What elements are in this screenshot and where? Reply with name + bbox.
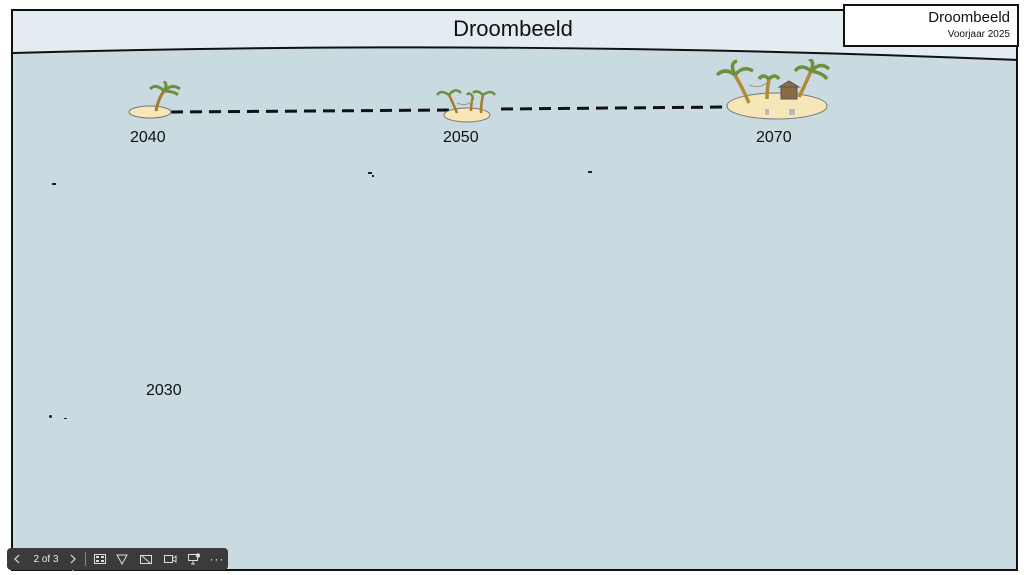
previous-slide-button[interactable] bbox=[7, 548, 27, 570]
page-indicator: 2 of 3 bbox=[33, 553, 59, 565]
title-box-subheading: Voorjaar 2025 bbox=[947, 29, 1010, 40]
toolbar-divider bbox=[85, 552, 86, 566]
camera-button[interactable] bbox=[158, 548, 182, 570]
more-icon: ··· bbox=[209, 552, 225, 566]
milestone-year-2040: 2040 bbox=[130, 129, 166, 146]
presenter-icon bbox=[187, 553, 200, 565]
stray-mark bbox=[588, 171, 592, 173]
stray-mark bbox=[64, 418, 67, 419]
next-slide-button[interactable] bbox=[65, 548, 81, 570]
island-2050-icon bbox=[435, 89, 497, 123]
all-slides-button[interactable] bbox=[90, 548, 110, 570]
camera-icon bbox=[163, 555, 176, 563]
pen-button[interactable] bbox=[110, 548, 134, 570]
timeline-path bbox=[170, 105, 730, 114]
milestone-year-2050: 2050 bbox=[443, 129, 479, 146]
toolbar-caret bbox=[69, 570, 77, 574]
slide-canvas: Droombeeld 2040 2050 2070 2030 bbox=[11, 9, 1018, 571]
stray-mark bbox=[372, 175, 374, 177]
stray-mark bbox=[368, 172, 372, 174]
pen-icon bbox=[116, 554, 128, 565]
subtitles-button[interactable] bbox=[134, 548, 158, 570]
island-2040-icon bbox=[128, 81, 181, 119]
more-options-button[interactable]: ··· bbox=[206, 548, 228, 570]
title-box: Droombeeld Voorjaar 2025 bbox=[843, 4, 1019, 47]
island-2070-icon bbox=[715, 59, 831, 120]
stray-mark bbox=[49, 415, 52, 418]
chevron-right-icon bbox=[70, 554, 76, 564]
subtitles-off-icon bbox=[140, 554, 152, 564]
presentation-toolbar: 2 of 3 ··· bbox=[7, 548, 228, 570]
stray-mark bbox=[52, 183, 56, 185]
milestone-year-2070: 2070 bbox=[756, 129, 792, 146]
title-box-heading: Droombeeld bbox=[928, 9, 1010, 26]
slide-title: Droombeeld bbox=[453, 16, 573, 41]
milestone-year-2030: 2030 bbox=[146, 382, 182, 399]
all-slides-icon bbox=[94, 554, 106, 564]
chevron-left-icon bbox=[14, 554, 20, 564]
sky-band bbox=[13, 11, 1016, 61]
presenter-view-button[interactable] bbox=[182, 548, 206, 570]
